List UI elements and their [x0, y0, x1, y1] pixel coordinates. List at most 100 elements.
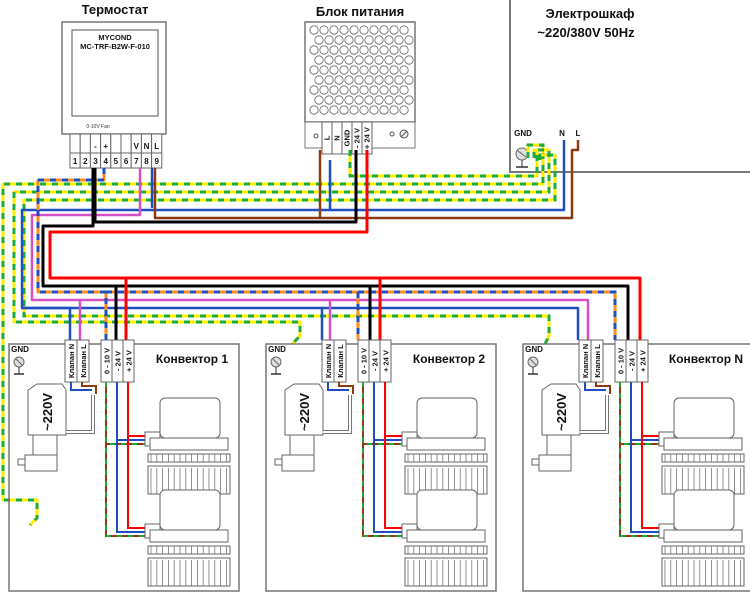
vent-hole — [349, 45, 359, 55]
cabinet-l-label: L — [576, 129, 581, 138]
vent-hole — [309, 85, 319, 95]
vent-hole — [379, 65, 389, 75]
vent-hole — [399, 45, 409, 55]
vent-hole — [374, 75, 384, 85]
fan-terminal-label: 0 - 10 V — [103, 348, 112, 374]
fan-terminal-label: + 24 V — [382, 350, 391, 372]
vent-hole — [369, 65, 379, 75]
vent-hole — [339, 85, 349, 95]
vent-hole — [384, 75, 394, 85]
fan-terminal-label: + 24 V — [639, 350, 648, 372]
vent-hole — [334, 95, 344, 105]
vent-hole — [319, 105, 329, 115]
terminal-number: 4 — [103, 157, 108, 166]
fan-motor-icon — [658, 397, 745, 495]
vent-hole — [329, 85, 339, 95]
wire — [41, 168, 630, 340]
vent-hole — [379, 85, 389, 95]
valve-terminal-label: Клапан N — [581, 344, 590, 378]
wire-stripe — [105, 382, 145, 537]
fan-motor-icon — [144, 397, 231, 495]
vent-hole — [384, 55, 394, 65]
wire — [641, 382, 659, 437]
cabinet-outline — [509, 0, 750, 173]
wire-stripe — [362, 382, 402, 445]
vent-hole — [359, 45, 369, 55]
vent-hole — [404, 95, 414, 105]
valve-terminal-label: Клапан N — [324, 344, 333, 378]
valve-terminal-label: Клапан L — [336, 344, 345, 378]
valve-voltage-label: ~220V — [297, 393, 312, 431]
wire — [630, 382, 659, 533]
vent-hole — [394, 55, 404, 65]
vent-hole — [309, 105, 319, 115]
ground-wire — [348, 150, 539, 178]
fan-motor-icon — [144, 489, 231, 587]
vent-hole — [369, 105, 379, 115]
thermostat-brand: MYCOND — [98, 33, 132, 42]
ground-screw-icon — [527, 356, 539, 375]
vent-hole — [359, 105, 369, 115]
wire — [127, 382, 145, 437]
psu-terminal-label: - 24 V — [353, 128, 362, 148]
terminal-number: 8 — [144, 157, 149, 166]
vent-hole — [384, 95, 394, 105]
wiring — [1, 140, 642, 527]
vent-hole — [349, 105, 359, 115]
terminal-number: 9 — [154, 157, 159, 166]
thermostat: Термостат MYCOND MC-TRF-B2W-F-010 0-10V … — [61, 2, 167, 169]
vent-hole — [319, 45, 329, 55]
vent-hole — [379, 25, 389, 35]
ground-screw-icon — [13, 356, 25, 375]
vent-hole — [334, 35, 344, 45]
terminal-mark: L — [154, 142, 159, 151]
vent-hole — [389, 85, 399, 95]
vent-hole — [334, 75, 344, 85]
ground-wire-stripe — [348, 150, 539, 178]
vent-hole — [329, 45, 339, 55]
terminal-number: 7 — [134, 157, 139, 166]
vent-hole — [404, 55, 414, 65]
vent-hole — [379, 105, 389, 115]
wire — [338, 382, 354, 394]
wire — [373, 382, 402, 533]
valve-voltage-label: ~220V — [40, 393, 55, 431]
vent-hole — [309, 45, 319, 55]
vent-hole — [399, 85, 409, 95]
convector-title: Конвектор 2 — [413, 352, 486, 366]
terminal-number: 1 — [73, 157, 78, 166]
wire — [81, 382, 97, 394]
cabinet-n-label: N — [559, 129, 565, 138]
vent-hole — [364, 75, 374, 85]
vent-hole — [354, 75, 364, 85]
wire — [116, 382, 145, 533]
fan-terminal-label: - 24 V — [371, 351, 380, 371]
vent-hole — [394, 35, 404, 45]
terminal-mark: - — [94, 142, 97, 151]
gnd-label: GND — [525, 345, 543, 354]
vent-hole — [389, 45, 399, 55]
terminal-number: 6 — [124, 157, 129, 166]
vent-hole — [404, 75, 414, 85]
terminal-number: 2 — [83, 157, 88, 166]
vent-hole — [339, 45, 349, 55]
ground-wire-stripe — [22, 153, 557, 345]
cabinet-gnd-label: GND — [514, 129, 532, 138]
convector-title: Конвектор 1 — [156, 352, 229, 366]
terminal-mark: N — [144, 142, 150, 151]
vent-hole — [314, 75, 324, 85]
vent-hole — [354, 55, 364, 65]
ground-screw-icon — [515, 147, 529, 168]
wire-stripe — [105, 382, 145, 445]
wire — [384, 382, 402, 437]
cabinet-title: Электрошкаф — [546, 6, 635, 21]
wire — [619, 382, 659, 537]
valve-terminal-label: Клапан L — [79, 344, 88, 378]
vent-hole — [394, 75, 404, 85]
vent-hole — [359, 65, 369, 75]
vent-hole — [314, 95, 324, 105]
wire — [105, 382, 145, 537]
vent-hole — [364, 95, 374, 105]
